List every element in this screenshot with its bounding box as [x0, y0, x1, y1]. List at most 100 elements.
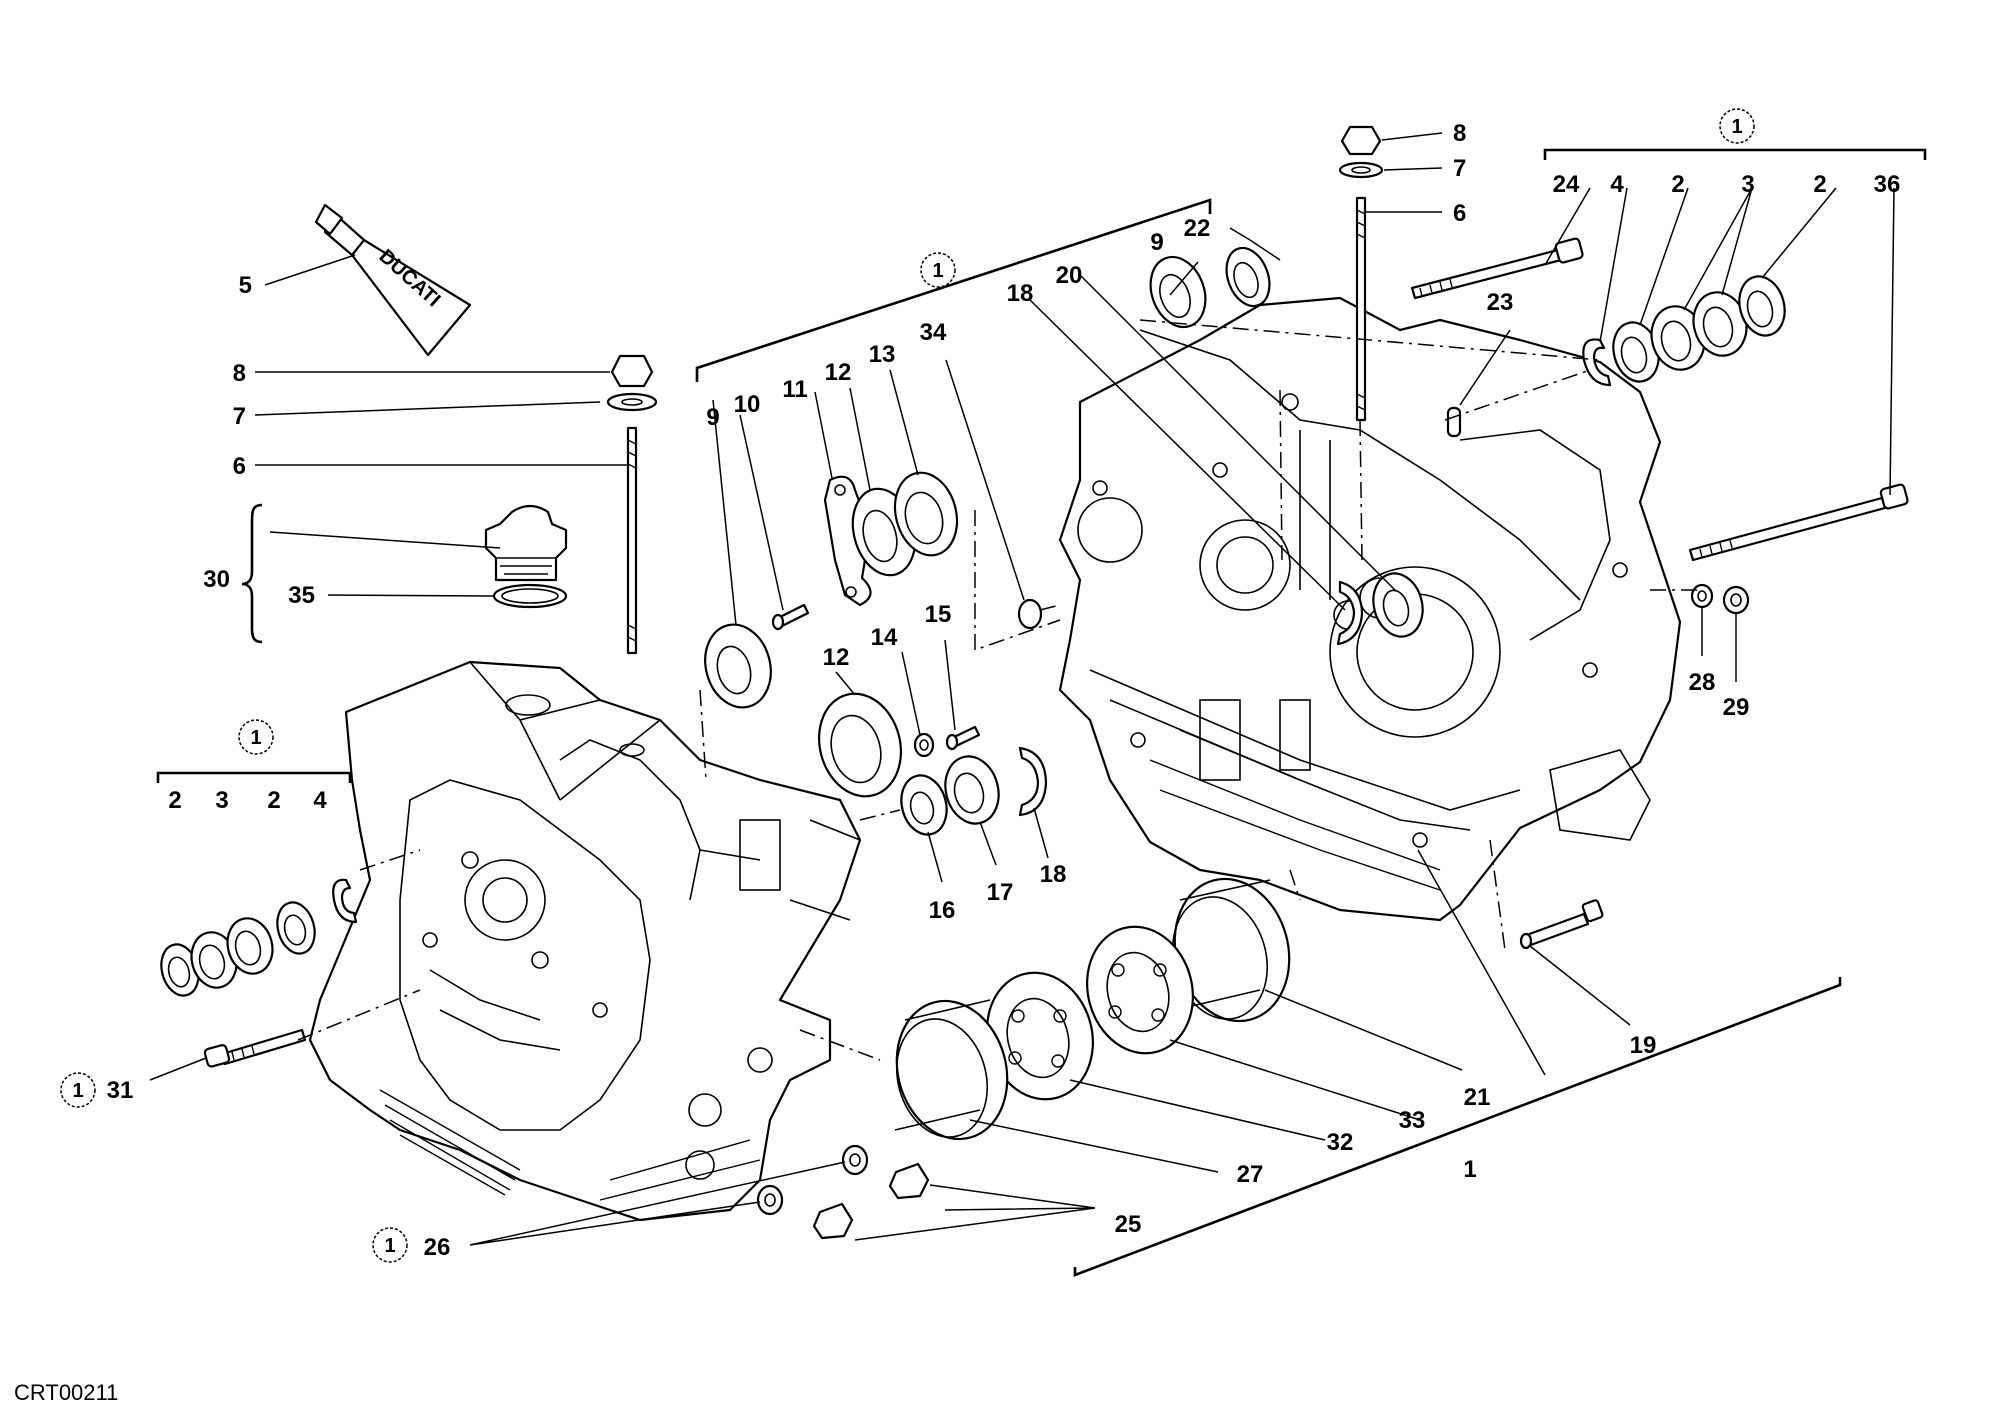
- label-30: 30: [203, 566, 230, 593]
- label-8-right: 8: [1453, 120, 1466, 147]
- label-23: 23: [1487, 289, 1514, 316]
- label-21: 21: [1464, 1084, 1491, 1111]
- mark-26: 1: [372, 1227, 408, 1263]
- right-stud-assembly: [1338, 125, 1384, 422]
- mark-31-symbol: 1: [72, 1080, 83, 1102]
- mark-top-center-symbol: 1: [932, 260, 943, 282]
- label-22: 22: [1184, 215, 1211, 242]
- ring-2-right-a: [1612, 321, 1660, 383]
- label-10: 10: [734, 391, 761, 418]
- right-crankcase-half: [1058, 296, 1682, 922]
- label-31: 31: [107, 1077, 134, 1104]
- label-32: 32: [1327, 1129, 1354, 1156]
- left-bracket: [156, 771, 352, 783]
- bolt-24: [1410, 237, 1584, 300]
- label-16: 16: [929, 897, 956, 924]
- label-2-left-b: 2: [267, 787, 280, 814]
- label-29: 29: [1723, 694, 1750, 721]
- bearing-3-left-a: [190, 931, 238, 989]
- mark-26-symbol: 1: [384, 1235, 395, 1257]
- drawing-code: CRT00211: [14, 1380, 118, 1405]
- dowel-34: [1017, 598, 1043, 630]
- label-15: 15: [925, 601, 952, 628]
- label-9-top: 9: [1150, 229, 1163, 256]
- label-28: 28: [1689, 669, 1716, 696]
- mark-left: 1: [238, 719, 274, 755]
- ring-2-left-a: [160, 943, 200, 997]
- label-24: 24: [1553, 171, 1580, 198]
- label-2-left-a: 2: [168, 787, 181, 814]
- ring-2-right-b: [1738, 275, 1786, 337]
- label-34: 34: [920, 319, 947, 346]
- label-14: 14: [871, 624, 898, 651]
- label-7-left: 7: [233, 403, 246, 430]
- mark-top-right: 1: [1719, 108, 1755, 144]
- dowel-23: [1446, 406, 1462, 438]
- washer-14: [913, 732, 935, 758]
- washer-26-b: [756, 1184, 784, 1216]
- label-18-top: 18: [1007, 280, 1034, 307]
- screw-15: [945, 725, 981, 751]
- label-36: 36: [1874, 171, 1901, 198]
- bearing-12-mid: [817, 692, 903, 798]
- bearing-9-left: [704, 623, 772, 709]
- label-26: 26: [424, 1234, 451, 1261]
- screw-10: [771, 603, 810, 631]
- bottom-right-bracket: [1073, 977, 1842, 1277]
- ring-2-left-b: [276, 901, 316, 955]
- mark-top-right-symbol: 1: [1731, 116, 1742, 138]
- label-3-left: 3: [215, 787, 228, 814]
- top-right-bracket: [1543, 148, 1927, 160]
- label-17: 17: [987, 879, 1014, 906]
- label-9-left: 9: [706, 404, 719, 431]
- bolt-19: [1519, 899, 1604, 950]
- circlip-18-top: [1336, 580, 1364, 646]
- plug-25-a: [888, 1162, 930, 1200]
- mark-top-center: 1: [920, 252, 956, 288]
- washer-26-a: [841, 1144, 869, 1176]
- bearing-33: [1086, 925, 1194, 1055]
- left-stud-assembly: [606, 354, 658, 655]
- bearing-3-left-b: [226, 917, 274, 975]
- leader-lines: [149, 132, 1895, 1246]
- label-5: 5: [239, 272, 252, 299]
- label-35: 35: [288, 582, 315, 609]
- left-crankcase-half: [308, 660, 862, 1222]
- label-20: 20: [1056, 262, 1083, 289]
- label-6-right: 6: [1453, 200, 1466, 227]
- label-19: 19: [1630, 1032, 1657, 1059]
- label-1: 1: [1463, 1156, 1476, 1183]
- label-12-mid: 12: [823, 644, 850, 671]
- mark-left-symbol: 1: [250, 727, 261, 749]
- washer-28: [1690, 583, 1714, 609]
- label-4-left: 4: [313, 787, 327, 814]
- seal-13: [893, 471, 959, 557]
- label-4-right: 4: [1610, 171, 1624, 198]
- bolt-31: [203, 1028, 307, 1068]
- bearing-20: [1372, 572, 1424, 638]
- brace-30: [241, 503, 263, 644]
- breather-plug: [484, 504, 568, 609]
- plug-25-b: [812, 1202, 854, 1240]
- callout-labels: 5 8 7 6 30 35 8 7 6 9 22 20 18 23 24 4 2…: [107, 120, 1901, 1261]
- mark-31: 1: [60, 1072, 96, 1108]
- label-27: 27: [1237, 1161, 1264, 1188]
- circlip-18-mid: [1018, 746, 1048, 817]
- bush-27: [894, 999, 1009, 1141]
- sealant-tube: DUCATI: [314, 203, 472, 357]
- label-18-mid: 18: [1040, 861, 1067, 888]
- label-3-right: 3: [1741, 171, 1754, 198]
- seal-16: [900, 774, 948, 836]
- circlip-4-left: [332, 878, 358, 924]
- assembly-axes: [297, 319, 1700, 1061]
- bearing-9-top: [1149, 255, 1207, 329]
- seal-22: [1225, 246, 1271, 308]
- top-center-bracket: [695, 198, 1212, 382]
- bearing-17: [944, 755, 1000, 825]
- label-33: 33: [1399, 1107, 1426, 1134]
- label-8-left: 8: [233, 360, 246, 387]
- label-11: 11: [782, 376, 807, 403]
- circlip-4-right: [1582, 338, 1612, 387]
- label-13: 13: [869, 341, 896, 368]
